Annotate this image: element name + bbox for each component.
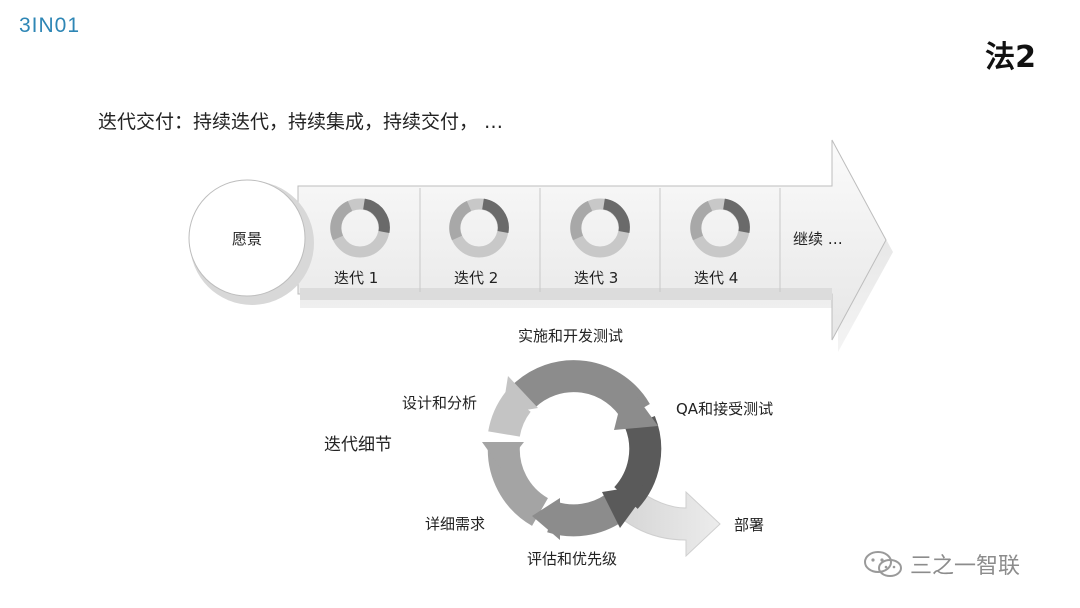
iteration-cycle-icon bbox=[690, 198, 750, 258]
wechat-icon bbox=[864, 551, 902, 577]
iteration-label: 迭代 4 bbox=[694, 269, 739, 287]
watermark-text: 三之一智联 bbox=[910, 554, 1021, 579]
logo: 3IN01 bbox=[19, 14, 81, 37]
cycle-arrowhead bbox=[532, 498, 560, 540]
iteration-label: 迭代 2 bbox=[454, 269, 499, 287]
cycle-arrowhead bbox=[614, 382, 658, 430]
iteration-label: 迭代 3 bbox=[574, 269, 619, 287]
page-title: 法2 bbox=[985, 40, 1036, 75]
cycle-title: 迭代细节 bbox=[324, 435, 392, 455]
vision-label: 愿景 bbox=[232, 230, 263, 248]
continue-label: 继续 … bbox=[793, 230, 843, 248]
cycle-segment-evaluate bbox=[547, 494, 623, 537]
cycle-arrowhead bbox=[602, 484, 652, 528]
cycle-arrowhead bbox=[482, 442, 524, 470]
cycle-step-label: 评估和优先级 bbox=[527, 550, 618, 568]
cycle-step-label: 详细需求 bbox=[425, 515, 486, 533]
cycle-arrowhead bbox=[502, 376, 538, 414]
vision-circle bbox=[188, 179, 306, 297]
deploy-label: 部署 bbox=[734, 516, 765, 534]
subtitle: 迭代交付：持续迭代，持续集成，持续交付， … bbox=[98, 111, 504, 133]
iteration-label: 迭代 1 bbox=[334, 269, 379, 287]
cycle-segment-implement bbox=[512, 360, 650, 421]
cycle-step-label: QA和接受测试 bbox=[676, 400, 774, 418]
iteration-detail-cycle bbox=[482, 360, 721, 558]
iteration-cycle-icon bbox=[570, 198, 630, 258]
cycle-step-label: 实施和开发测试 bbox=[518, 327, 624, 345]
watermark: 三之一智联 bbox=[862, 548, 1020, 580]
iteration-cycle-icon bbox=[449, 198, 509, 258]
iteration-cycle-icon bbox=[330, 198, 390, 258]
cycle-step-label: 设计和分析 bbox=[402, 394, 478, 412]
band-base-strip bbox=[300, 288, 832, 300]
